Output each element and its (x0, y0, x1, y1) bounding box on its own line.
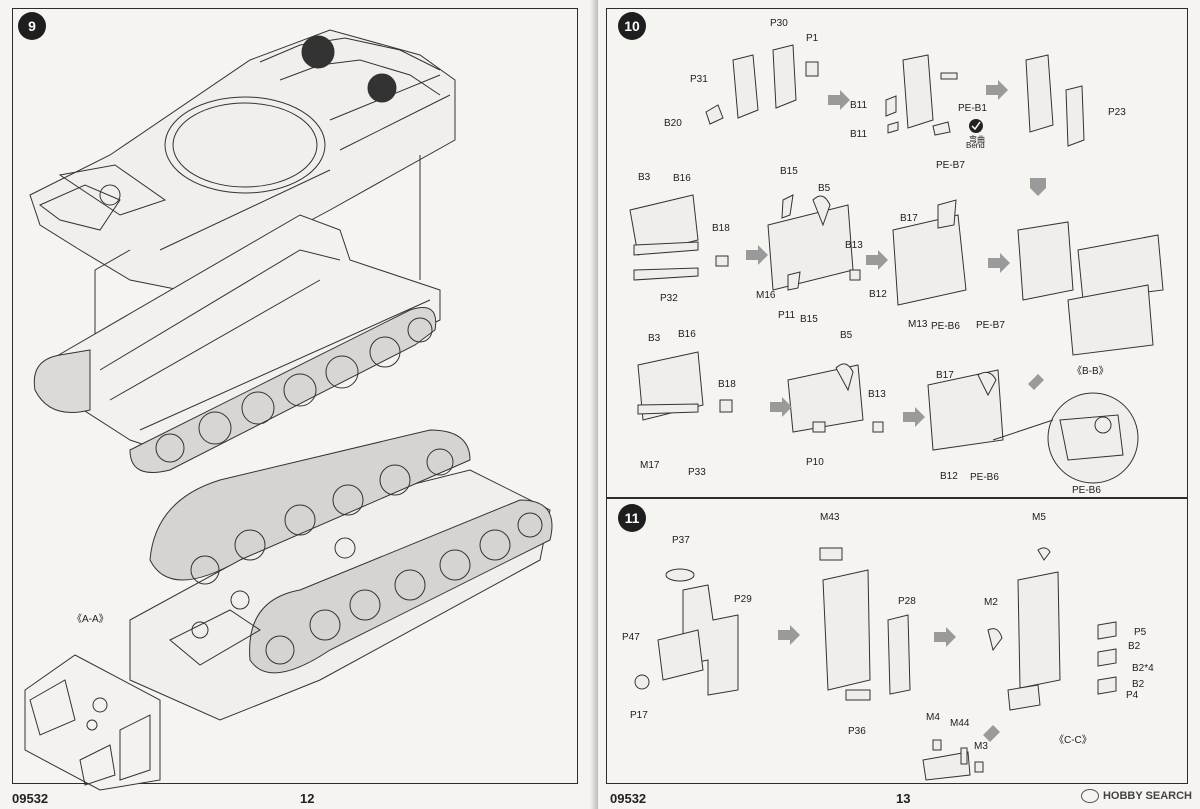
label-b2x4: B2*4 (1132, 663, 1154, 674)
label-bend-cn: 弯曲 (969, 135, 985, 144)
label-b18-b: B18 (718, 379, 736, 390)
label-p29: P29 (734, 594, 752, 605)
label-pe-b7-a: PE-B7 (936, 160, 965, 171)
section-label-bb: 《B-B》 (1072, 366, 1109, 377)
step10-drawings (629, 44, 1164, 484)
label-b3-a: B3 (638, 172, 651, 183)
label-p30: P30 (770, 18, 788, 29)
label-b3-b: B3 (648, 333, 661, 344)
label-p37: P37 (672, 535, 690, 546)
label-m3: M3 (974, 741, 988, 752)
label-b13-a: B13 (845, 240, 863, 251)
label-p10: P10 (806, 457, 824, 468)
label-p32: P32 (660, 293, 678, 304)
label-m16: M16 (756, 290, 776, 301)
label-b13-b: B13 (868, 389, 886, 400)
label-p28: P28 (898, 596, 916, 607)
label-b16-b: B16 (678, 329, 696, 340)
label-bend: Bend (966, 141, 985, 150)
page-number-right: 13 (896, 791, 911, 806)
step10-frame (606, 8, 1188, 498)
label-b15-a: B15 (780, 166, 798, 177)
label-b17-a: B17 (900, 213, 918, 224)
label-b11-a: B11 (850, 100, 868, 111)
label-b12-b: B12 (940, 471, 958, 482)
product-code-right: 09532 (610, 791, 647, 806)
label-p1: P1 (806, 33, 819, 44)
label-p17: P17 (630, 710, 648, 721)
label-b5-b: B5 (840, 330, 853, 341)
watermark-text: HOBBY SEARCH (1102, 790, 1192, 802)
page-number-left: 12 (300, 791, 315, 806)
step9-frame (12, 8, 578, 784)
label-b18-a: B18 (712, 223, 730, 234)
label-p47: P47 (622, 632, 640, 643)
left-page: 9 (0, 0, 594, 809)
label-pe-b6-a: PE-B6 (931, 321, 960, 332)
label-p5: P5 (1134, 627, 1147, 638)
label-b2-a: B2 (1128, 641, 1141, 652)
label-m43: M43 (820, 512, 840, 523)
label-m2: M2 (984, 597, 998, 608)
label-b5-a: B5 (818, 183, 831, 194)
label-b12-a: B12 (869, 289, 887, 300)
section-label-cc: 《C-C》 (1054, 735, 1092, 746)
label-b20: B20 (664, 118, 682, 129)
right-page: 10 11 (598, 0, 1200, 809)
label-b16-a: B16 (673, 173, 691, 184)
label-p36: P36 (848, 726, 866, 737)
hobby-search-logo-icon (1080, 789, 1099, 803)
watermark: HOBBY SEARCH (1080, 789, 1192, 803)
label-pe-b1: PE-B1 (958, 103, 987, 114)
label-p31: P31 (690, 74, 708, 85)
step9-badge: 9 (18, 12, 46, 40)
label-b15-b: B15 (800, 314, 818, 325)
label-p33: P33 (688, 467, 706, 478)
label-m13: M13 (908, 319, 928, 330)
step11-drawings (634, 547, 1117, 781)
label-b11-b: B11 (850, 129, 868, 140)
label-m5: M5 (1032, 512, 1046, 523)
section-label-aa: 《A-A》 (72, 614, 109, 625)
label-m17: M17 (640, 460, 660, 471)
label-p4: P4 (1126, 690, 1139, 701)
label-m44: M44 (950, 718, 970, 729)
step10-badge: 10 (618, 12, 646, 40)
label-p11: P11 (778, 310, 796, 321)
label-pe-b6-c: PE-B6 (1072, 485, 1101, 496)
step11-badge: 11 (618, 504, 646, 532)
step11-frame (606, 498, 1188, 784)
label-b17-b: B17 (936, 370, 954, 381)
label-b2-b: B2 (1132, 679, 1145, 690)
product-code-left: 09532 (12, 791, 49, 806)
label-m4: M4 (926, 712, 940, 723)
label-pe-b6-b: PE-B6 (970, 472, 999, 483)
label-pe-b7-b: PE-B7 (976, 320, 1005, 331)
upper-hull-drawing (24, 29, 553, 791)
label-p23: P23 (1108, 107, 1126, 118)
